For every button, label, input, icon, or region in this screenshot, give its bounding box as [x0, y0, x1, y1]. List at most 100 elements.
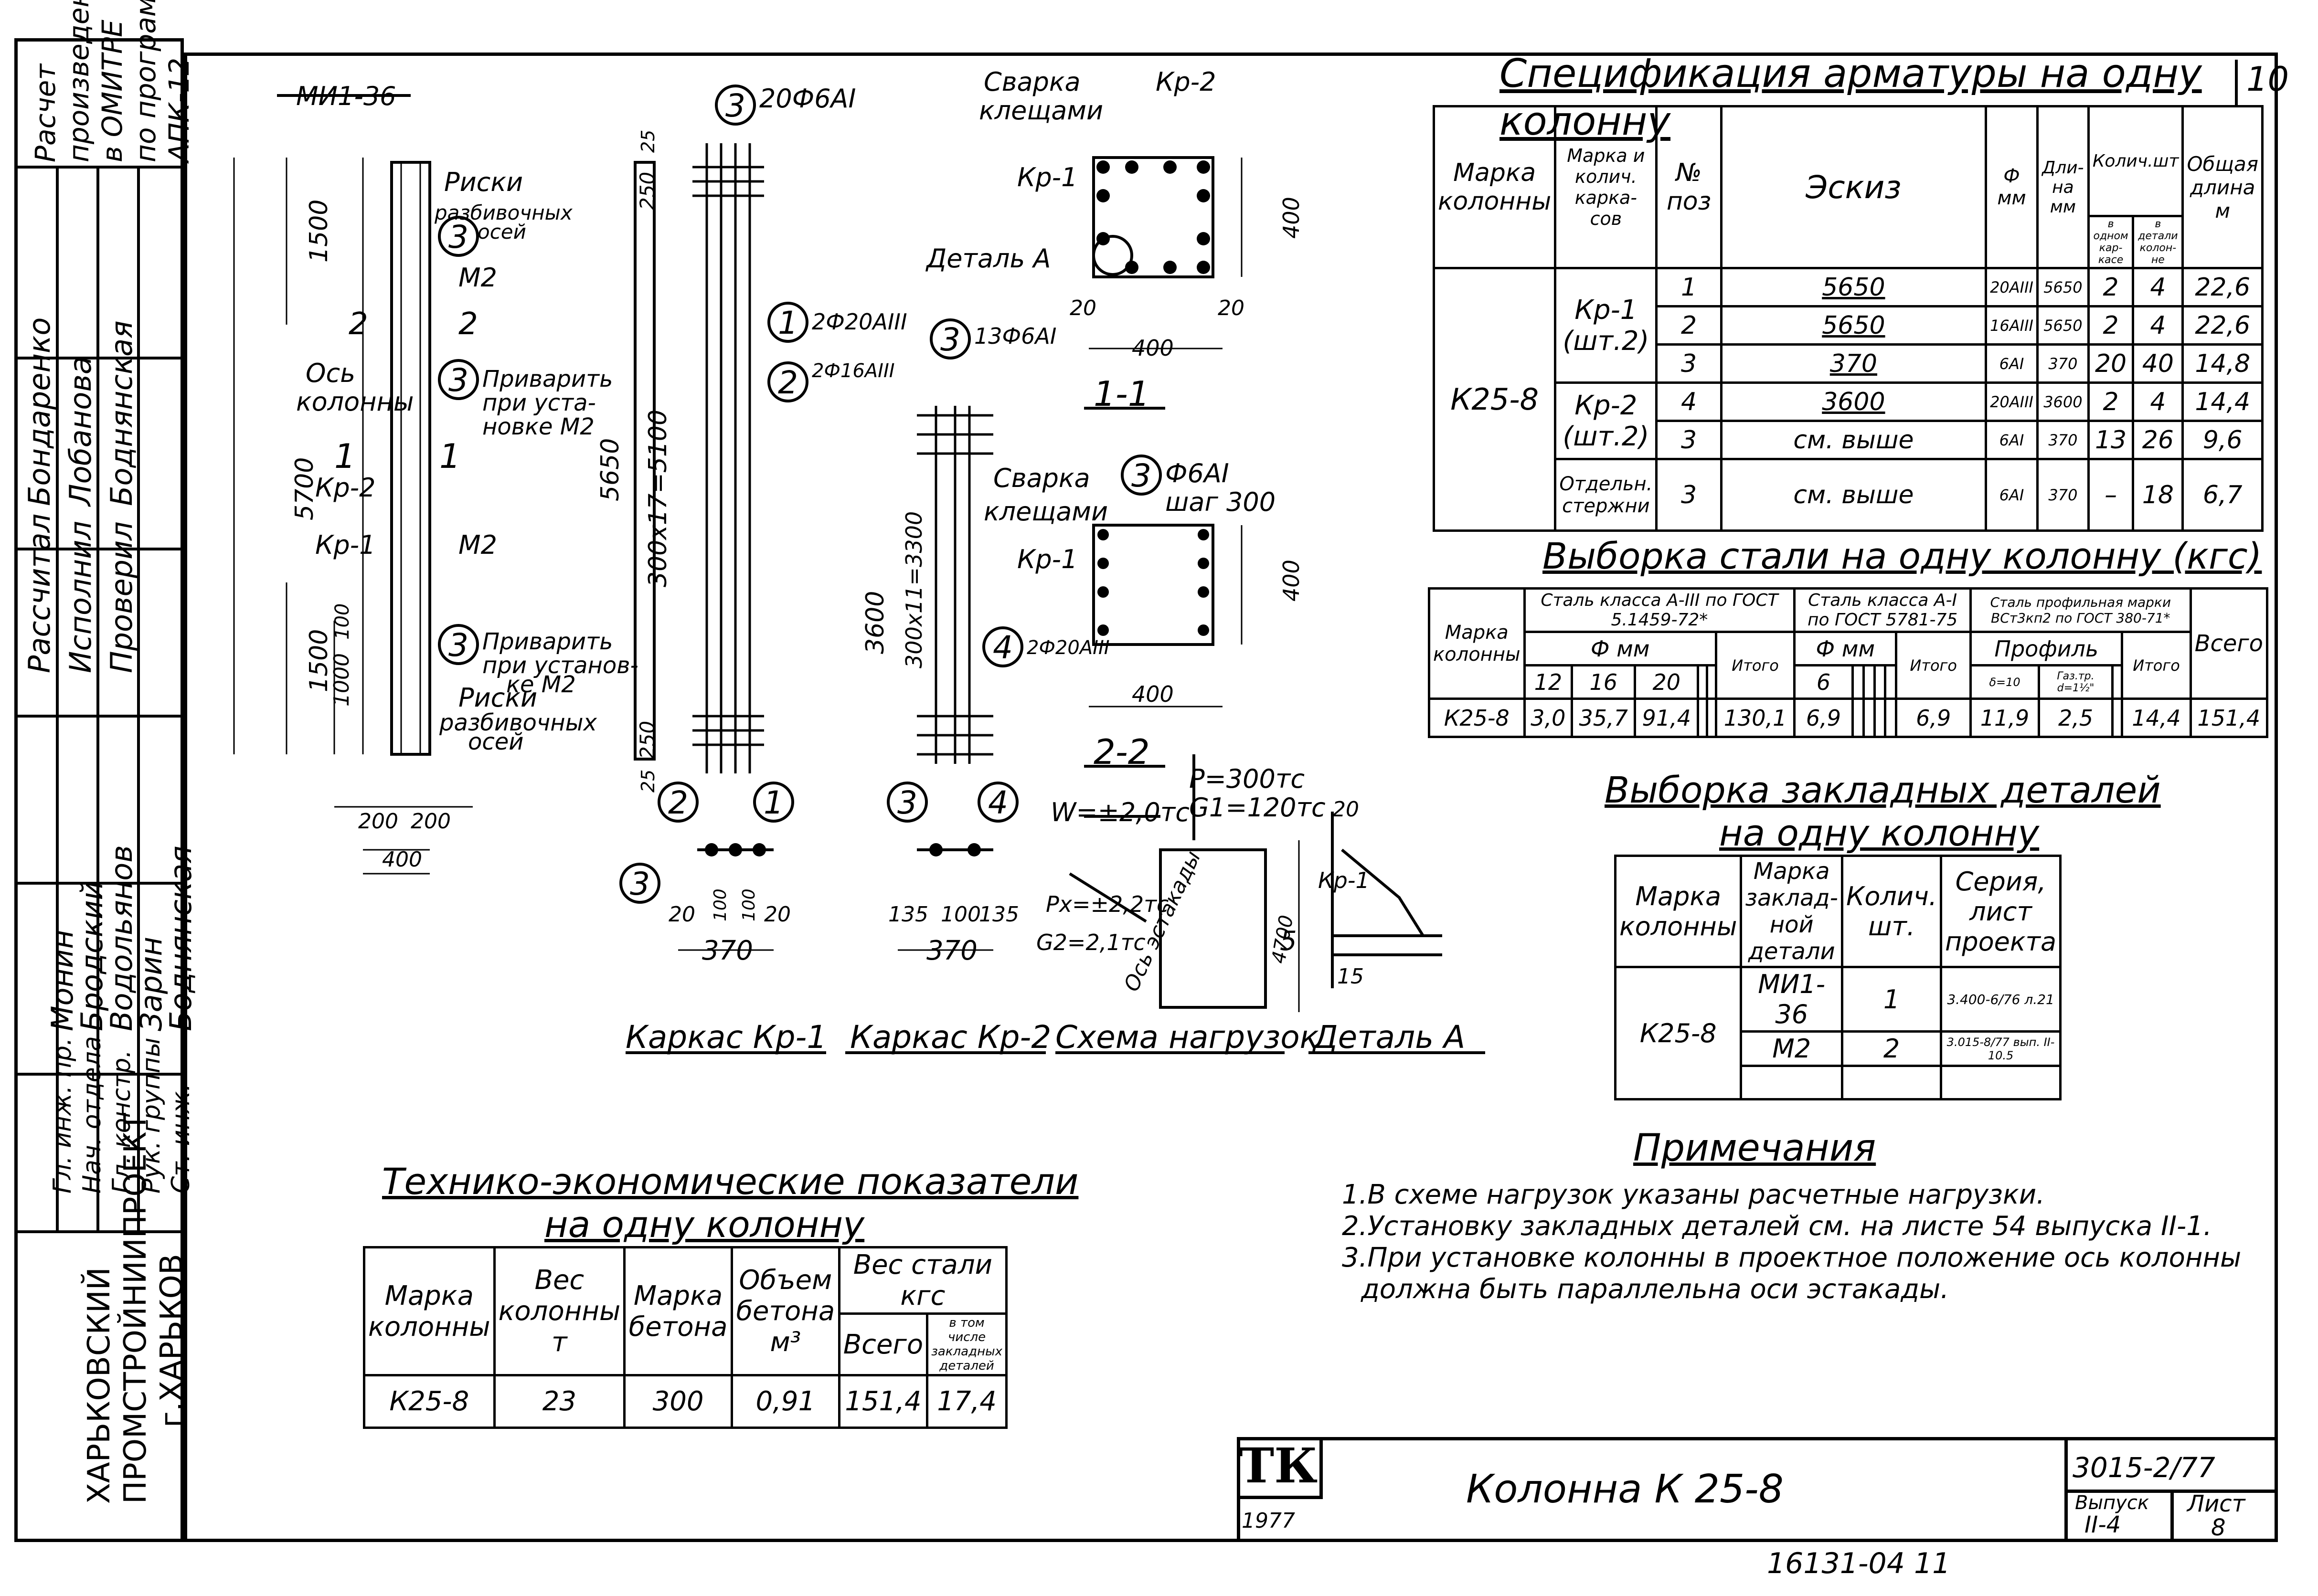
svg-text:G2=2,1тс: G2=2,1тс — [1036, 930, 1146, 955]
svg-text:3: 3 — [630, 866, 650, 902]
svg-text:135: 135 — [979, 902, 1019, 927]
svg-text:20: 20 — [1332, 797, 1359, 822]
svg-text:100: 100 — [711, 888, 730, 921]
stamp-title: Колонна К 25-8 — [1323, 1437, 2068, 1542]
svg-text:5650: 5650 — [596, 438, 625, 501]
svg-text:Ось: Ось — [306, 358, 355, 388]
svg-text:400: 400 — [1132, 681, 1174, 707]
svg-text:100: 100 — [941, 902, 981, 927]
tech-title1: Технико-экономические показатели — [382, 1160, 1079, 1203]
steel-title: Выборка стали на одну колонну (кгс) — [1542, 535, 2262, 577]
svg-text:Ф6АI: Ф6АI — [1165, 458, 1229, 488]
svg-text:Ось эстакады: Ось эстакады — [1119, 847, 1206, 995]
embedded-title1: Выборка закладных деталей — [1605, 769, 2161, 811]
svg-text:5: 5 — [1280, 926, 1297, 957]
svg-text:М2: М2 — [458, 263, 497, 293]
svg-text:2-2: 2-2 — [1094, 732, 1150, 772]
svg-text:370: 370 — [702, 935, 753, 966]
svg-text:колонны: колонны — [296, 387, 414, 417]
svg-text:Сварка: Сварка — [984, 67, 1081, 97]
svg-text:Каркас Кр-1: Каркас Кр-1 — [626, 1019, 827, 1056]
svg-text:250: 250 — [636, 172, 659, 210]
svg-text:135: 135 — [888, 902, 928, 927]
svg-text:3: 3 — [448, 362, 468, 399]
steel-table: Марка колонны Сталь класса А-III по ГОСТ… — [1428, 587, 2269, 738]
label-mi: МИ1-36 — [296, 81, 396, 111]
svg-text:3: 3 — [725, 87, 745, 124]
svg-text:Приварить: Приварить — [482, 366, 613, 392]
svg-text:400: 400 — [1132, 335, 1174, 361]
svg-text:2Ф16АIII: 2Ф16АIII — [812, 360, 895, 382]
svg-text:Деталь А: Деталь А — [1312, 1019, 1465, 1056]
svg-text:1: 1 — [439, 437, 461, 476]
svg-text:400: 400 — [382, 847, 422, 872]
notes-title: Примечания — [1633, 1127, 1876, 1170]
svg-text:2Ф20АIII: 2Ф20АIII — [1027, 637, 1110, 659]
svg-text:20Ф6АI: 20Ф6АI — [759, 84, 856, 114]
svg-text:1500: 1500 — [305, 200, 333, 263]
stamp-series: 3015-2/77 — [2073, 1451, 2215, 1484]
stamp — [1237, 1437, 2278, 1542]
svg-text:М2: М2 — [458, 530, 497, 560]
svg-text:25: 25 — [638, 130, 659, 153]
embedded-table: Марка колонны Марка заклад-ной детали Ко… — [1614, 855, 2062, 1100]
svg-text:20: 20 — [669, 902, 695, 927]
svg-text:1: 1 — [334, 437, 356, 476]
svg-text:Кр-2: Кр-2 — [315, 473, 375, 503]
svg-text:2: 2 — [349, 307, 368, 342]
svg-text:Кр-1: Кр-1 — [1017, 544, 1077, 574]
svg-text:3: 3 — [448, 219, 468, 255]
embedded-title2: на одну колонну — [1719, 812, 2040, 854]
svg-text:1-1: 1-1 — [1094, 374, 1150, 414]
left-strip — [14, 38, 184, 1542]
svg-text:Кр-2: Кр-2 — [1156, 67, 1216, 97]
column-elevation — [390, 161, 431, 756]
sheet-border — [184, 53, 2278, 1542]
svg-text:Приварить: Приварить — [482, 628, 613, 655]
svg-text:250: 250 — [636, 721, 659, 759]
label-riski1: Риски — [444, 167, 523, 197]
svg-text:1000: 1000 — [330, 653, 354, 707]
svg-text:2Ф20АIII: 2Ф20АIII — [812, 309, 907, 335]
svg-text:осей: осей — [468, 729, 523, 755]
svg-text:шаг 300: шаг 300 — [1165, 487, 1276, 517]
svg-text:Кр-1: Кр-1 — [315, 530, 375, 560]
svg-text:4: 4 — [993, 629, 1013, 666]
svg-text:4: 4 — [988, 784, 1008, 821]
svg-text:1500: 1500 — [305, 629, 333, 692]
svg-text:3: 3 — [448, 627, 468, 664]
svg-text:2: 2 — [458, 307, 478, 342]
tech-title2: на одну колонну — [544, 1203, 865, 1246]
svg-text:Кр-1: Кр-1 — [1017, 162, 1077, 192]
svg-text:200: 200 — [411, 809, 451, 834]
svg-text:3600: 3600 — [861, 591, 890, 654]
svg-text:20: 20 — [1218, 296, 1244, 320]
svg-text:15: 15 — [1337, 964, 1364, 989]
svg-text:клещами: клещами — [979, 95, 1103, 126]
stamp-year: 1977 — [1242, 1509, 1295, 1533]
svg-text:1: 1 — [764, 784, 784, 821]
svg-text:370: 370 — [926, 935, 978, 966]
svg-text:5700: 5700 — [290, 457, 319, 520]
svg-text:ке М2: ке М2 — [506, 671, 576, 698]
svg-text:4700: 4700 — [1268, 913, 1298, 965]
bottom-code: 16131-04 11 — [1767, 1547, 1951, 1580]
svg-text:Деталь А: Деталь А — [925, 243, 1051, 274]
svg-text:3: 3 — [1131, 457, 1151, 494]
svg-text:при уста-: при уста- — [482, 390, 596, 416]
tech-table: Марка колонны Вес колонны т Марка бетона… — [363, 1246, 1008, 1429]
stamp-logo: ТК — [1237, 1437, 1323, 1499]
svg-text:Риски: Риски — [458, 683, 537, 713]
svg-text:G1=120тс: G1=120тс — [1189, 793, 1326, 823]
svg-text:300х11=3300: 300х11=3300 — [901, 511, 927, 668]
svg-text:400: 400 — [1278, 197, 1304, 239]
svg-text:клещами: клещами — [984, 497, 1108, 527]
svg-text:Р=300тс: Р=300тс — [1189, 764, 1305, 794]
svg-text:2: 2 — [778, 364, 798, 401]
spec-table: Марка колонны Марка и колич. карка-сов №… — [1432, 105, 2264, 532]
svg-text:Рх=±2,2тс: Рх=±2,2тс — [1046, 891, 1169, 917]
svg-text:2: 2 — [668, 784, 688, 821]
svg-text:Кр-1: Кр-1 — [1318, 867, 1370, 893]
